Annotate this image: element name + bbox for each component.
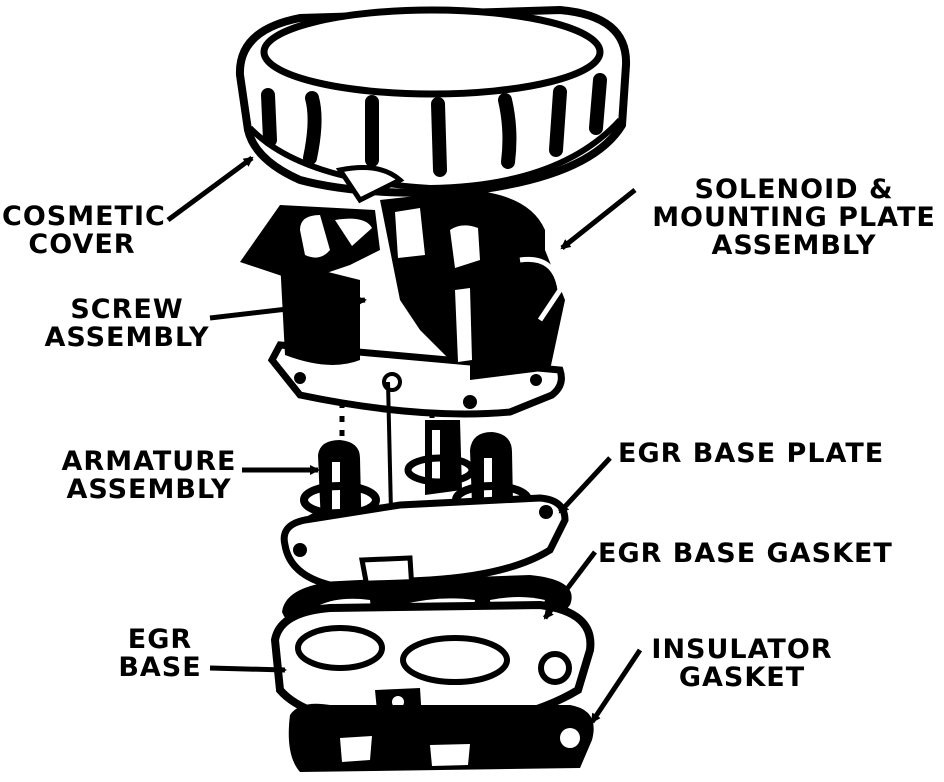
arrow-cosmetic-cover	[166, 155, 254, 223]
label-armature-assembly: ARMATURE ASSEMBLY	[61, 446, 237, 505]
egr-base-plate-part	[280, 494, 569, 595]
insulator-gasket-part	[288, 703, 594, 772]
arrow-solenoid	[560, 188, 637, 250]
label-insulator-gasket: INSULATOR GASKET	[651, 634, 833, 693]
solenoid-assembly-part	[240, 165, 565, 418]
arrow-insulator-gasket	[589, 648, 643, 724]
label-egr-base-plate: EGR BASE PLATE	[618, 438, 885, 469]
arrow-egr-base	[209, 664, 287, 675]
arrow-screw	[209, 295, 367, 321]
label-cosmetic-cover: COSMETIC COVER	[2, 201, 166, 260]
arrow-egr-base-gasket	[543, 550, 597, 620]
label-egr-base: EGR BASE	[118, 624, 202, 683]
egr-base-part	[270, 600, 595, 733]
cosmetic-cover-part	[235, 5, 631, 197]
label-screw-assembly: SCREW ASSEMBLY	[44, 294, 210, 353]
leader-arrows	[166, 155, 643, 724]
label-egr-base-gasket: EGR BASE GASKET	[598, 538, 893, 569]
label-solenoid-mounting-plate: SOLENOID & MOUNTING PLATE ASSEMBLY	[652, 174, 936, 261]
arrow-egr-base-plate	[558, 456, 612, 514]
